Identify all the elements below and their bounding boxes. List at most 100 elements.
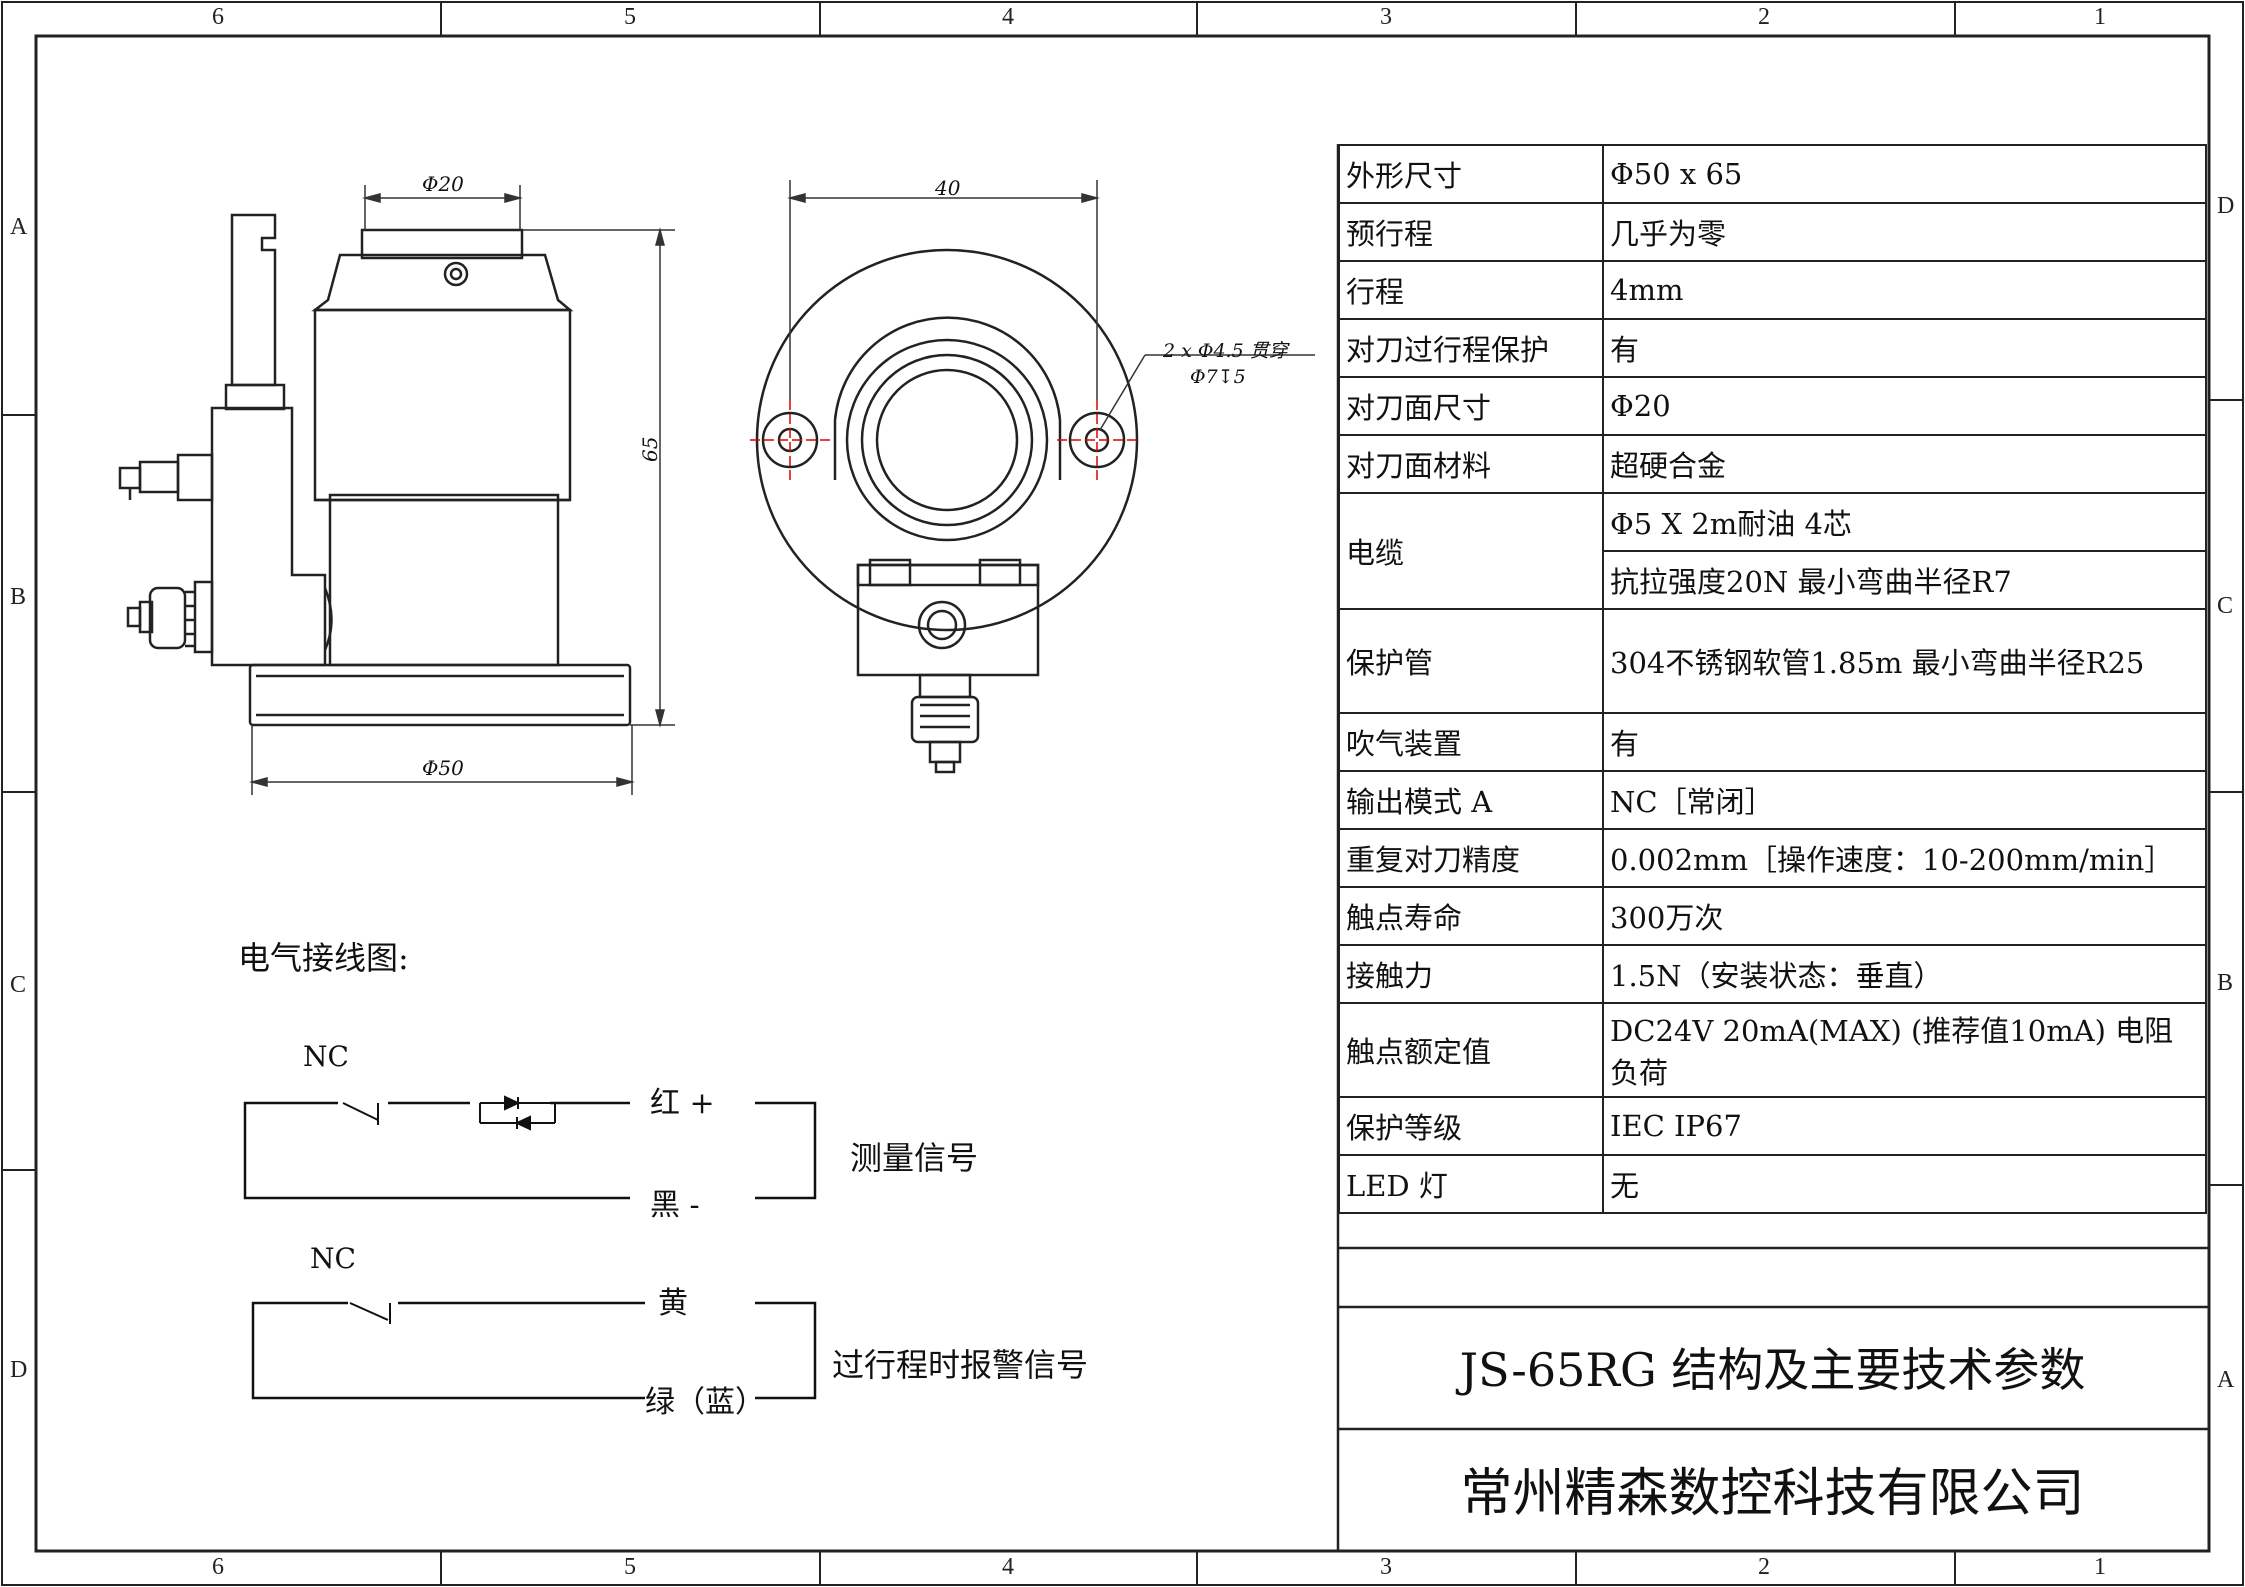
spec-value: 304不锈钢软管1.85m 最小弯曲半径R25 [1602, 608, 2207, 714]
zone-col-3-bottom: 3 [1380, 1554, 1392, 1580]
circuit-1-switch-diodes [338, 1095, 556, 1131]
spec-value: 0.002mm［操作速度：10-200mm/min］ [1602, 828, 2207, 888]
spec-key: 保护等级 [1338, 1096, 1604, 1156]
circuit1-wire-red: 红 + [650, 1086, 715, 1121]
zone-row-d-right: D [2217, 193, 2235, 219]
wiring-heading: 电气接线图: [238, 939, 409, 977]
spec-value: 有 [1602, 318, 2207, 378]
zone-col-4-bottom: 4 [1002, 1554, 1014, 1580]
circuit-2-switch [348, 1298, 398, 1324]
zone-row-a-left: A [10, 214, 28, 240]
dim-height: 65 [638, 436, 662, 462]
spec-row: 预行程几乎为零 [1338, 202, 2207, 262]
centerlines [750, 400, 1137, 480]
dim-base-diameter: Φ50 [422, 756, 464, 780]
zone-row-b-right: B [2217, 970, 2234, 996]
spec-row: 对刀面材料超硬合金 [1338, 434, 2207, 494]
circuit2-wire-yellow: 黄 [658, 1286, 688, 1321]
spec-key: 保护管 [1338, 608, 1604, 714]
top-dimensions [787, 180, 1315, 431]
spec-key: LED 灯 [1338, 1154, 1604, 1214]
spec-key: 对刀面材料 [1338, 434, 1604, 494]
dim-width: 40 [935, 176, 961, 200]
spec-value: 无 [1602, 1154, 2207, 1214]
spec-key: 接触力 [1338, 944, 1604, 1004]
zone-row-b-left: B [10, 584, 27, 610]
spec-row: 抗拉强度20N 最小弯曲半径R7 [1339, 550, 2207, 610]
inner-frame [34, 34, 2211, 1553]
side-view [118, 213, 632, 727]
spec-value: 4mm [1602, 260, 2207, 320]
spec-key: 预行程 [1338, 202, 1604, 262]
spec-value: Φ50 x 65 [1602, 144, 2207, 204]
spec-value: 有 [1602, 712, 2207, 772]
spec-value: Φ20 [1602, 376, 2207, 436]
circuit2-wire-green: 绿（蓝） [645, 1385, 765, 1420]
zone-col-3: 3 [1380, 4, 1392, 30]
spec-row: 对刀过行程保护有 [1338, 318, 2207, 378]
top-view [755, 248, 1139, 774]
spec-value: 抗拉强度20N 最小弯曲半径R7 [1602, 550, 2207, 610]
zone-col-4: 4 [1002, 4, 1014, 30]
spec-key: 对刀面尺寸 [1338, 376, 1604, 436]
spec-value: DC24V 20mA(MAX) (推荐值10mA) 电阻负荷 [1602, 1002, 2207, 1098]
circuit1-wire-black: 黑 - [650, 1188, 700, 1223]
circuit2-nc-label: NC [310, 1242, 356, 1275]
zone-row-c-left: C [10, 972, 27, 998]
zone-row-c-right: C [2217, 593, 2234, 619]
title-block-frame [1336, 144, 2209, 1551]
zone-row-d-left: D [10, 1357, 28, 1383]
spec-key: 触点寿命 [1338, 886, 1604, 946]
spec-row: 吹气装置有 [1338, 712, 2207, 772]
dim-top-diameter: Φ20 [422, 172, 464, 196]
side-dimensions [249, 185, 675, 795]
spec-key: 电缆 [1338, 492, 1604, 610]
spec-key: 行程 [1338, 260, 1604, 320]
dim-hole-note: 2 x Φ4.5 贯穿 [1163, 340, 1288, 362]
circuit1-nc-label: NC [303, 1040, 349, 1073]
spec-key: 输出模式 A [1338, 770, 1604, 830]
circuit-1 [243, 1101, 817, 1200]
spec-key: 触点额定值 [1338, 1002, 1604, 1098]
dim-counterbore-note: Φ7↧5 [1190, 366, 1246, 388]
spec-row: LED 灯无 [1338, 1154, 2207, 1214]
zone-col-6: 6 [212, 4, 224, 30]
spec-key: 重复对刀精度 [1338, 828, 1604, 888]
spec-key: 吹气装置 [1338, 712, 1604, 772]
spec-key: 对刀过行程保护 [1338, 318, 1604, 378]
circuit1-signal-label: 测量信号 [850, 1139, 979, 1177]
spec-value: Φ5 X 2m耐油 4芯 [1602, 492, 2207, 552]
company-name: 常州精森数控科技有限公司 [1460, 1463, 2085, 1524]
drawing-title: JS-65RG 结构及主要技术参数 [1459, 1343, 2086, 1397]
spec-value: 300万次 [1602, 886, 2207, 946]
spec-value: IEC IP67 [1602, 1096, 2207, 1156]
spec-value: 几乎为零 [1602, 202, 2207, 262]
spec-value: 超硬合金 [1602, 434, 2207, 494]
zone-col-2-bottom: 2 [1758, 1554, 1770, 1580]
spec-value: NC［常闭］ [1602, 770, 2207, 830]
zone-col-5-bottom: 5 [624, 1554, 636, 1580]
zone-row-a-right: A [2217, 1367, 2235, 1393]
circuit-2 [251, 1301, 817, 1400]
spec-value: 1.5N（安装状态：垂直） [1602, 944, 2207, 1004]
zone-col-5: 5 [624, 4, 636, 30]
spec-key: 外形尺寸 [1338, 144, 1604, 204]
zone-col-1: 1 [2094, 4, 2106, 30]
zone-col-6-bottom: 6 [212, 1554, 224, 1580]
zone-col-1-bottom: 1 [2094, 1554, 2106, 1580]
